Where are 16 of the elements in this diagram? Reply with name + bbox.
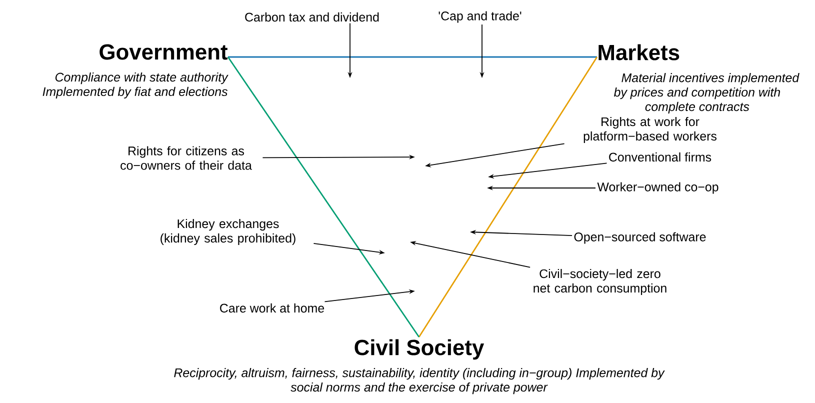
policy-label: Kidney exchanges (kidney sales prohibited) <box>160 218 296 246</box>
policy-label: Rights at work for platform−based workers <box>584 116 716 144</box>
policy-label: Care work at home <box>220 303 324 313</box>
triangle-side <box>418 56 598 338</box>
vertex-label: Markets Material incentives implemented by prices and competition with complete contracts <box>598 44 800 114</box>
policy-label: 'Cap and trade' <box>438 11 522 23</box>
triangle-side <box>228 56 597 58</box>
vertex-label: Government Compliance with state authority Implemented by fiat and elections <box>42 44 228 98</box>
triangle-side <box>227 56 420 338</box>
policy-label: Rights for citizens as co−owners of their data <box>120 146 252 170</box>
policy-label: Worker−owned co−op <box>597 182 718 194</box>
policy-label: Civil−society−led zero net carbon consumption <box>534 268 666 296</box>
policy-label: Conventional firms <box>609 152 712 162</box>
policy-label: Carbon tax and dividend <box>245 12 379 22</box>
policy-label: Open−sourced software <box>574 232 706 244</box>
vertex-label: Civil Society Reciprocity, altruism, fairness, sustainability, identity (including in−group) Implemented by social norms and the exercise of private power <box>174 339 665 394</box>
